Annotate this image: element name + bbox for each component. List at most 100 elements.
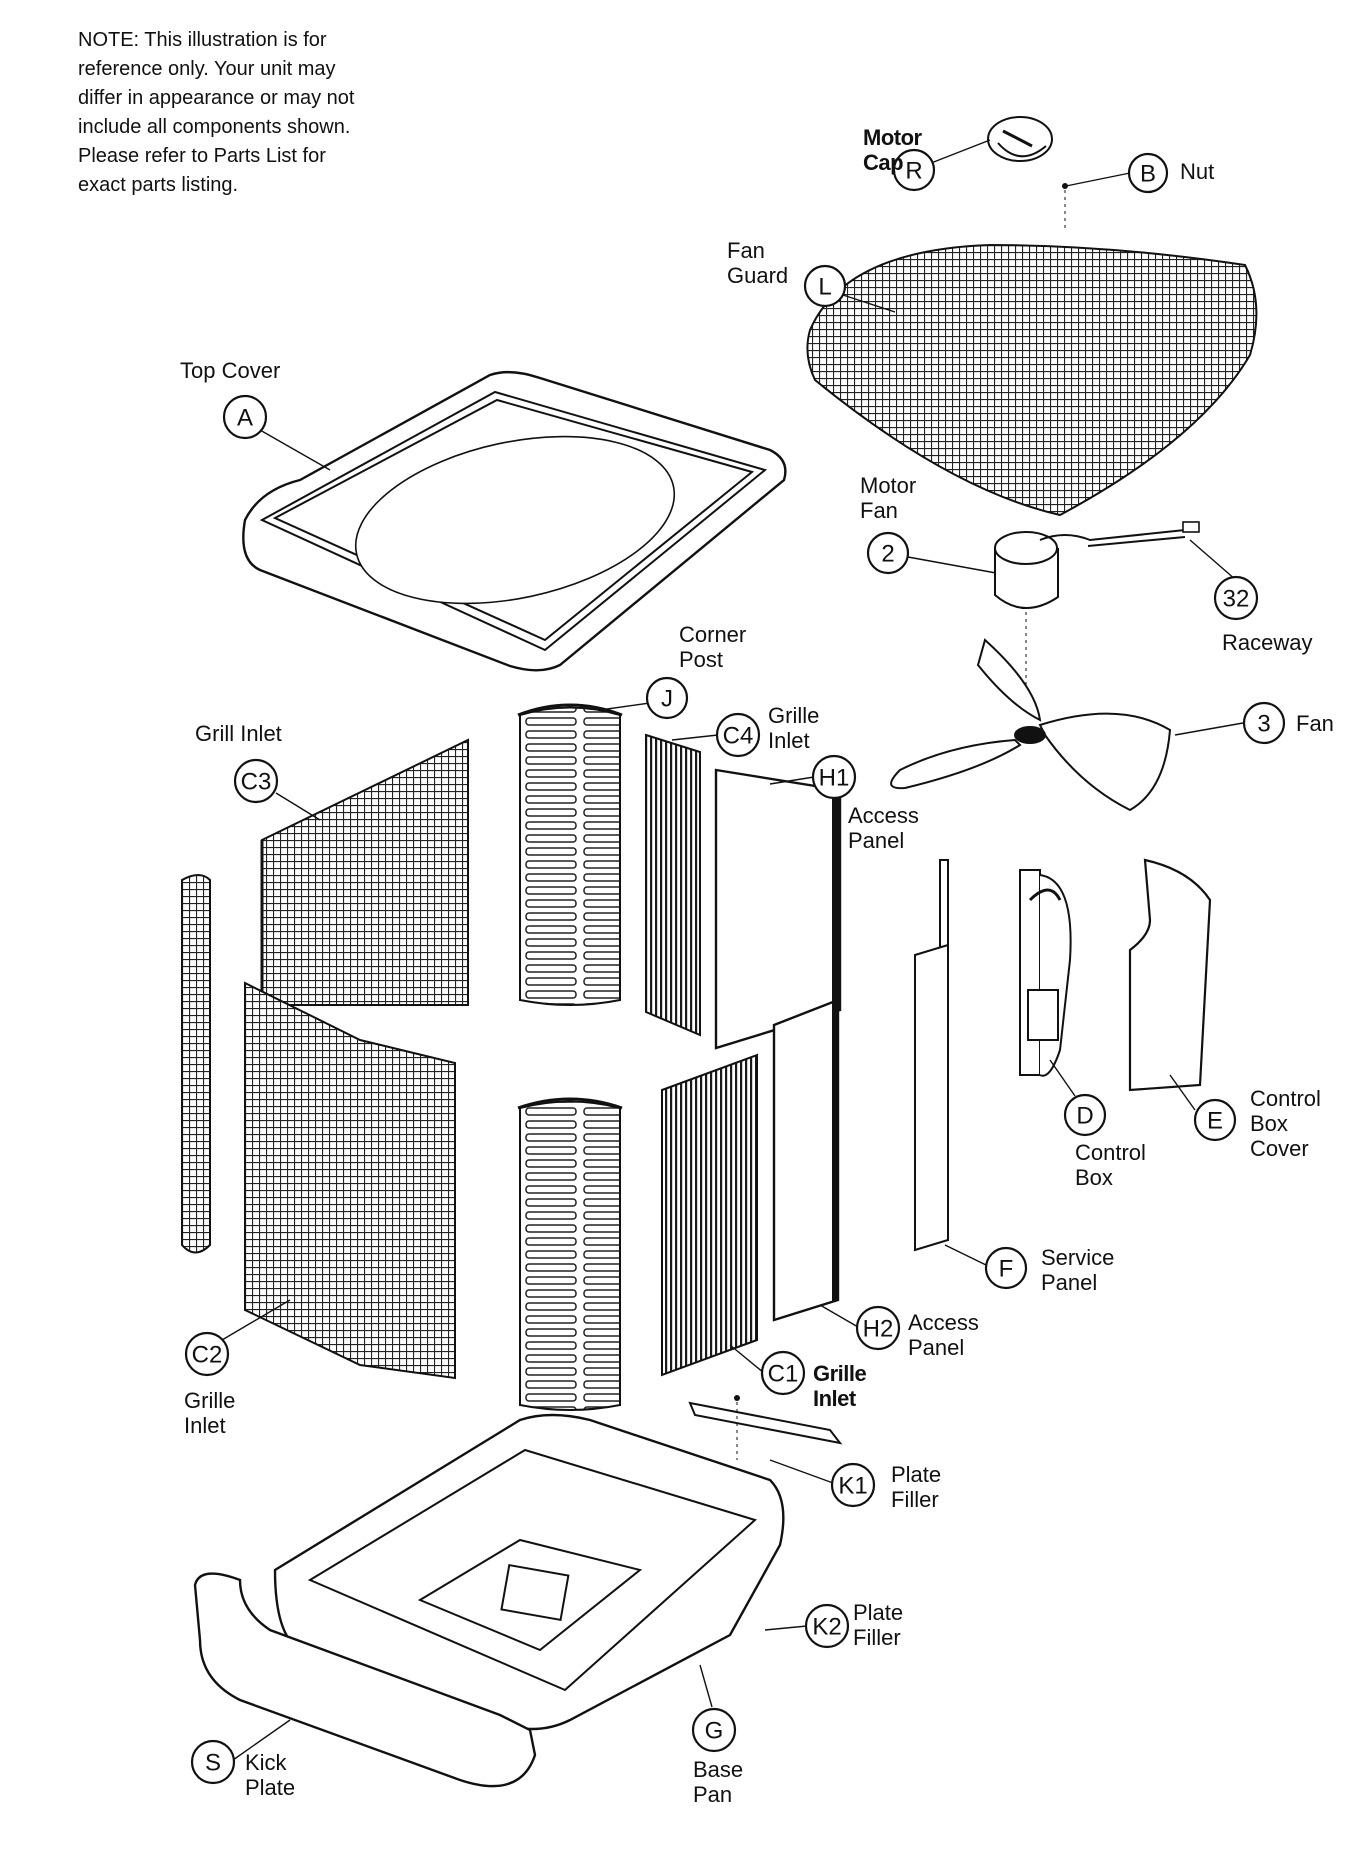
callout-label: F [999,1256,1014,1283]
label-line: Nut [1180,159,1215,184]
label-line: Plate [891,1462,942,1487]
label-line: Pan [693,1782,733,1807]
callout-C4: C4 [715,712,761,758]
label-access-panel-h2: Access Panel [908,1310,979,1360]
label-line: Post [679,647,724,672]
callout-2: 2 [866,531,910,575]
leader-line [1174,722,1244,736]
callout-R: R [892,148,936,192]
label-line: Access [908,1310,979,1335]
label-control-box-cover: Control Box Cover [1250,1086,1321,1161]
callout-B: B [1127,152,1169,194]
fan-blade-part [890,638,1172,812]
plate-filler-upper-part [688,1395,843,1460]
label-line: Plate [853,1600,904,1625]
label-line: Access [848,803,919,828]
callout-label: C4 [723,723,754,750]
service-panel-part [914,859,949,1252]
label-line: Grille [813,1361,867,1386]
callout-J: J [645,676,689,720]
note-line: exact parts listing. [78,174,239,196]
base-pan-part [273,1413,785,1731]
leader-line [232,1719,291,1761]
label-line: Base [693,1757,744,1782]
label-line: Motor [863,125,922,150]
label-line: Cap [863,150,904,175]
label-nut: Nut [1180,159,1214,184]
callout-label: B [1140,161,1156,188]
note-line: reference only. Your unit may [78,58,336,80]
callout-G: G [691,1707,737,1753]
note-line: include all components shown. [78,116,351,138]
callout-label: R [905,158,922,185]
callout-label: C1 [768,1361,799,1388]
leader-line [729,1344,765,1374]
callout-L: L [803,264,847,308]
kick-plate-part [193,1572,537,1788]
label-line: Kick [245,1750,287,1775]
callout-label: L [818,274,831,301]
label-line: Fan [1296,711,1334,736]
label-service-panel: Service Panel [1041,1245,1114,1295]
note-line: Please refer to Parts List for [78,145,326,167]
label-grille-inlet-c1: Grille Inlet [813,1361,867,1411]
leader-line [769,1459,834,1484]
label-line: Control [1075,1140,1146,1165]
callout-label: 3 [1257,711,1270,738]
label-line: Panel [908,1335,965,1360]
label-fan: Fan [1296,711,1334,736]
label-line: Inlet [813,1386,856,1411]
note-line: differ in appearance or may not [78,87,355,109]
corner-post-lower [517,1097,623,1411]
label-line: Grille [184,1388,236,1413]
coil-grille-upper-left [260,738,469,1006]
label-line: Service [1041,1245,1115,1270]
callout-label: E [1207,1108,1223,1135]
fan-motor-part [994,521,1200,700]
callout-K2: K2 [804,1603,850,1649]
access-panel-lower [772,998,840,1322]
callout-H2: H2 [855,1305,901,1351]
label-line: Corner [679,622,747,647]
leader-line [671,734,719,741]
leader-line [1169,1074,1196,1111]
callout-C3: C3 [233,758,279,804]
label-line: Box [1075,1165,1113,1190]
leader-line [599,702,651,711]
callout-K1: K1 [830,1462,876,1508]
label-grille-inlet-c2: Grille Inlet [184,1388,235,1438]
label-line: Panel [1041,1270,1098,1295]
leader-line [275,792,321,821]
label-line: Plate [245,1775,296,1800]
callout-H1: H1 [811,754,857,800]
leader-line [259,429,331,471]
callout-C2: C2 [184,1331,230,1377]
label-grille-inlet-c4: Grille Inlet [768,703,819,753]
label-line: Guard [727,263,789,288]
callout-label: 32 [1223,586,1250,613]
label-motor-cap: Motor Cap [863,125,922,175]
coil-grille-lower-right [661,1053,758,1377]
callout-label: C3 [241,769,272,796]
leader-line [1049,1059,1076,1097]
callout-3: 3 [1242,701,1286,745]
label-line: Box [1250,1111,1288,1136]
leader-line [907,556,997,574]
label-line: Inlet [184,1413,226,1438]
callout-label: K2 [812,1614,841,1641]
label-line: Cover [1250,1136,1309,1161]
label-line: Motor [860,473,917,498]
label-plate-filler-k2: Plate Filler [853,1600,903,1650]
leader-line [1065,172,1131,187]
label-plate-filler-k1: Plate Filler [891,1462,941,1512]
callout-label: C2 [192,1342,223,1369]
access-panel-upper [714,768,842,1050]
callout-A: A [222,394,268,440]
coil-grille-upper-right [645,733,701,1037]
motor-cap-part [987,116,1053,162]
label-motor-fan: Motor Fan [860,473,916,523]
label-line: Grill Inlet [195,721,282,746]
leader-line [925,139,991,166]
coil-grille-lower-left [244,981,456,1380]
